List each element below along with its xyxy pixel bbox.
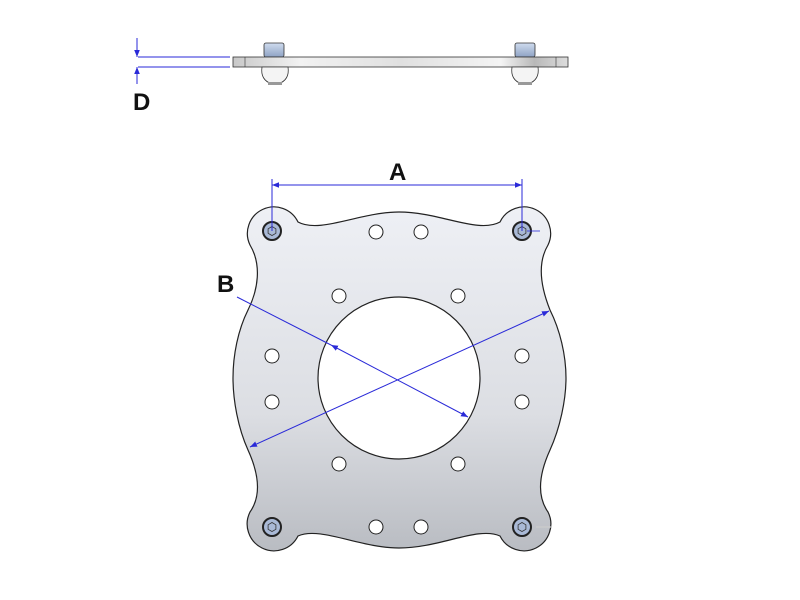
nut-top-right bbox=[514, 42, 536, 58]
dimension-a: A bbox=[271, 159, 523, 231]
hole bbox=[331, 288, 347, 304]
dimension-a-label: A bbox=[389, 159, 406, 186]
hole bbox=[514, 394, 530, 410]
dimension-d-label: D bbox=[133, 89, 150, 116]
dimension-d: D bbox=[133, 38, 230, 116]
bolt-icon bbox=[262, 517, 282, 537]
nut-top-left bbox=[263, 42, 285, 58]
bolt-icon bbox=[512, 517, 532, 537]
hole bbox=[368, 224, 384, 240]
hole bbox=[413, 519, 429, 535]
hole bbox=[264, 394, 280, 410]
hole bbox=[514, 348, 530, 364]
hole bbox=[413, 224, 429, 240]
hole bbox=[368, 519, 384, 535]
hole bbox=[450, 288, 466, 304]
side-view bbox=[232, 42, 569, 85]
hole bbox=[331, 456, 347, 472]
hole bbox=[264, 348, 280, 364]
hole bbox=[450, 456, 466, 472]
dimension-b-label: B bbox=[217, 271, 234, 298]
plate-edge bbox=[232, 56, 569, 68]
screw-head-left bbox=[261, 66, 289, 85]
screw-head-right bbox=[511, 66, 539, 85]
dimension-b: B bbox=[217, 271, 550, 448]
